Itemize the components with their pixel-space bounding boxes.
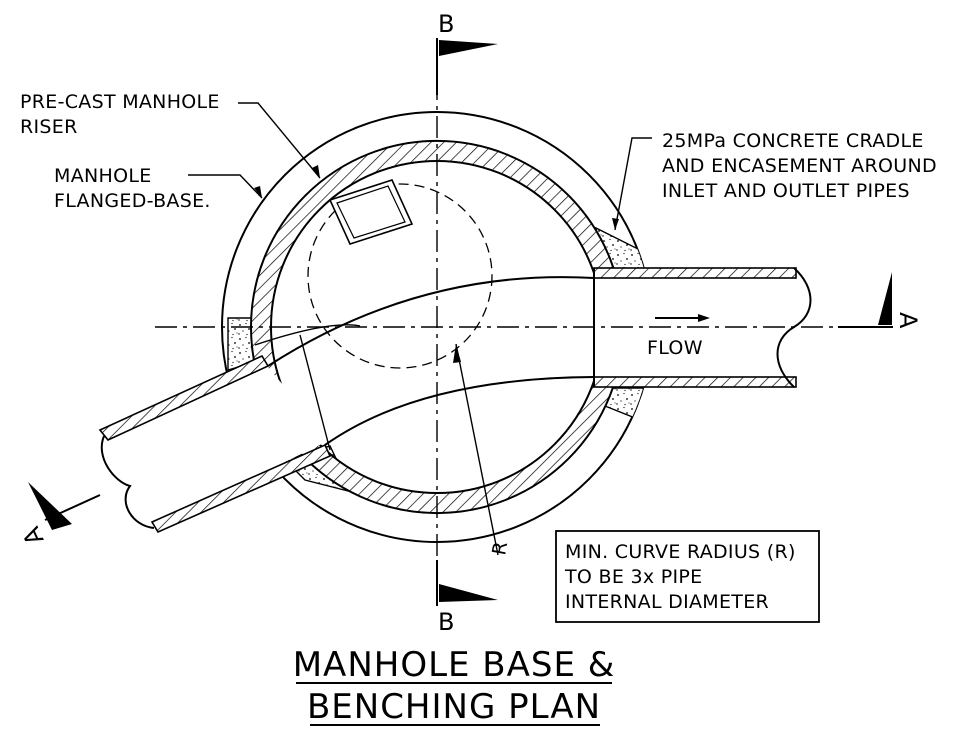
note-line1: MIN. CURVE RADIUS (R) [565, 541, 796, 563]
label-riser-line2: RISER [20, 116, 78, 138]
inlet-pipe [98, 354, 332, 534]
section-b-top-letter: B [438, 10, 454, 38]
title-line1: MANHOLE BASE & [293, 645, 616, 685]
bench-channel [254, 276, 595, 451]
label-base-line1: MANHOLE [54, 165, 152, 187]
leader-concrete [612, 137, 652, 231]
label-riser-line1: PRE-CAST MANHOLE [20, 91, 220, 113]
drawing-title: MANHOLE BASE & BENCHING PLAN [293, 645, 616, 727]
access-opening [307, 183, 493, 369]
section-a-right-letter: A [894, 312, 922, 329]
section-b-bottom-mark [436, 560, 498, 606]
note-line2: TO BE 3x PIPE [564, 566, 702, 588]
leader-base [188, 174, 263, 199]
label-concrete-line3: INLET AND OUTLET PIPES [662, 180, 910, 202]
section-a-left-letter: A [17, 522, 50, 549]
note-box: MIN. CURVE RADIUS (R) TO BE 3x PIPE INTE… [555, 530, 820, 623]
label-radius: R [488, 540, 512, 557]
section-b-top-mark [436, 38, 498, 95]
label-base-line2: FLANGED-BASE. [54, 190, 211, 212]
title-line2: BENCHING PLAN [307, 687, 601, 727]
radius-dimension [453, 343, 499, 556]
section-a-left-mark [28, 482, 101, 530]
section-b-bottom-letter: B [438, 608, 454, 636]
label-concrete-line1: 25MPa CONCRETE CRADLE [662, 130, 924, 152]
label-flow: FLOW [647, 337, 703, 359]
leader-riser [238, 102, 321, 179]
step-iron [328, 179, 414, 245]
section-a-right-mark [838, 272, 893, 328]
note-line3: INTERNAL DIAMETER [565, 591, 769, 613]
flow-arrow [655, 314, 710, 322]
label-concrete-line2: AND ENCASEMENT AROUND [662, 155, 937, 177]
